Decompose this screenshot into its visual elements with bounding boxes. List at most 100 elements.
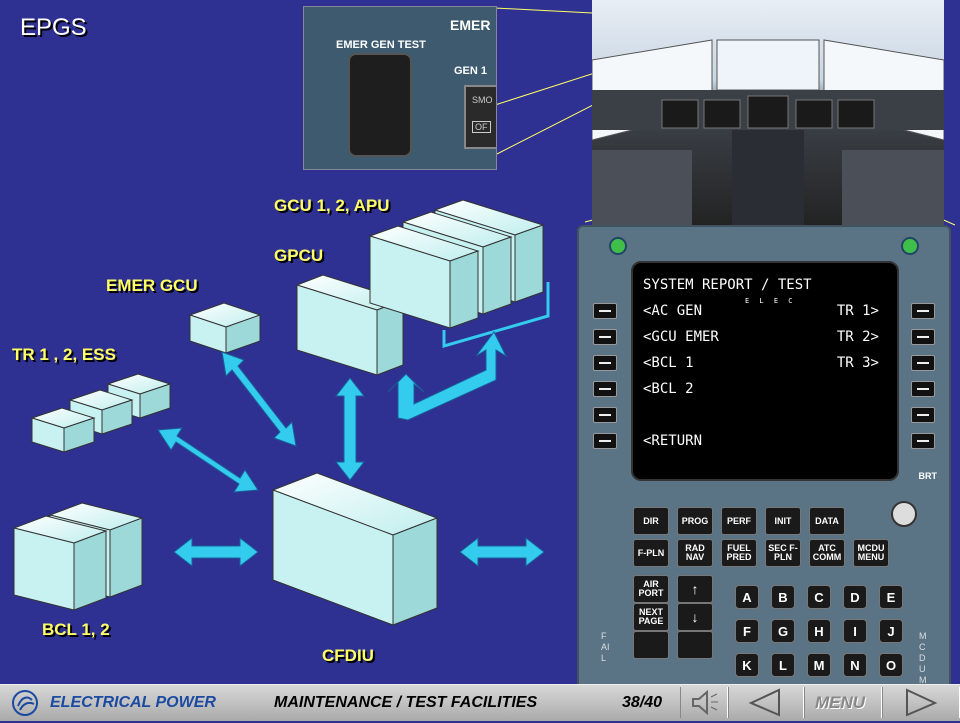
footer-section: ELECTRICAL POWER	[50, 694, 216, 711]
lsk-2l[interactable]	[593, 329, 617, 345]
next-page-button[interactable]	[882, 687, 960, 718]
gcu-bracket	[442, 282, 550, 348]
key-m[interactable]: M	[807, 653, 831, 677]
lsk-1r[interactable]	[911, 303, 935, 319]
speaker-icon	[692, 689, 718, 716]
key-sec-fpln[interactable]: SEC F-PLN	[765, 539, 801, 567]
lsk-5r[interactable]	[911, 407, 935, 423]
mcdu-annunciator: MCDU M	[919, 631, 927, 685]
lsk-6l[interactable]	[593, 433, 617, 449]
key-fuel-pred[interactable]: FUEL PRED	[721, 539, 757, 567]
mcdu-fail-led-left	[609, 237, 627, 255]
inset-gen1-label: GEN 1	[454, 65, 488, 77]
emer-gcu-unit	[188, 302, 262, 354]
mcdu-line-l6: <RETURN	[643, 433, 703, 449]
brt-label: BRT	[918, 471, 938, 481]
mcdu-screen-subtitle: E L E C	[745, 297, 796, 305]
label-gcu: GCU 1, 2, APU	[274, 196, 390, 215]
arrow-emergcu-cfdiu	[221, 351, 297, 447]
mcdu-line-r2: TR 2>	[836, 329, 879, 345]
key-dir[interactable]: DIR	[633, 507, 669, 535]
gen1-switch: SMO OF	[464, 85, 496, 149]
key-o[interactable]: O	[879, 653, 903, 677]
key-h[interactable]: H	[807, 619, 831, 643]
mcdu: SYSTEM REPORT / TEST E L E C <AC GEN TR …	[577, 225, 951, 689]
lsk-6r[interactable]	[911, 433, 935, 449]
arrow-cfdiu-gcu	[387, 331, 508, 421]
key-slew-down[interactable]: ↓	[677, 603, 713, 631]
mcdu-line-l4: <BCL 2	[643, 381, 694, 397]
footer-bar: ELECTRICAL POWER MAINTENANCE / TEST FACI…	[0, 684, 960, 721]
sound-button[interactable]	[680, 687, 728, 718]
footer-page-number: 38/40	[622, 694, 663, 711]
key-rad-nav[interactable]: RAD NAV	[677, 539, 713, 567]
emer-gen-test-inset: EMER GEN TEST EMER GEN 1 SMO OF	[303, 6, 497, 170]
key-prog[interactable]: PROG	[677, 507, 713, 535]
key-k[interactable]: K	[735, 653, 759, 677]
key-f[interactable]: F	[735, 619, 759, 643]
cfdiu-unit	[271, 472, 439, 626]
footer-topic: MAINTENANCE / TEST FACILITIES	[274, 694, 538, 711]
mcdu-line-l1: <AC GEN	[643, 303, 703, 319]
arrow-gpcu-cfdiu	[334, 377, 366, 481]
key-fpln[interactable]: F-PLN	[633, 539, 669, 567]
mcdu-fail-led-right	[901, 237, 919, 255]
key-e[interactable]: E	[879, 585, 903, 609]
label-bcl: BCL 1, 2	[42, 620, 110, 639]
arrow-cfdiu-mcdu	[459, 536, 545, 568]
key-n[interactable]: N	[843, 653, 867, 677]
key-i[interactable]: I	[843, 619, 867, 643]
cockpit-photo-drawing	[592, 39, 944, 228]
lsk-3l[interactable]	[593, 355, 617, 371]
arrow-left-icon	[748, 688, 780, 717]
airline-logo-icon	[12, 690, 38, 716]
inset-off-label: OF	[472, 121, 491, 133]
mcdu-line-l3: <BCL 1	[643, 355, 694, 371]
key-b[interactable]: B	[771, 585, 795, 609]
arrow-bcl-cfdiu	[173, 536, 259, 568]
key-j[interactable]: J	[879, 619, 903, 643]
label-tr: TR 1 , 2, ESS	[12, 345, 116, 364]
key-g[interactable]: G	[771, 619, 795, 643]
menu-button[interactable]: MENU	[804, 687, 882, 718]
previous-page-button[interactable]	[728, 687, 804, 718]
mcdu-screen-title: SYSTEM REPORT / TEST	[643, 277, 812, 293]
key-blank-2[interactable]	[677, 631, 713, 659]
key-blank-1[interactable]	[633, 631, 669, 659]
key-l[interactable]: L	[771, 653, 795, 677]
key-next-page[interactable]: NEXT PAGE	[633, 603, 669, 631]
inset-smoke-label: SMO	[472, 95, 493, 105]
lsk-2r[interactable]	[911, 329, 935, 345]
key-atc-comm[interactable]: ATC COMM	[809, 539, 845, 567]
label-cfdiu: CFDIU	[322, 646, 374, 665]
key-init[interactable]: INIT	[765, 507, 801, 535]
key-airport[interactable]: AIR PORT	[633, 575, 669, 603]
brightness-knob[interactable]	[891, 501, 917, 527]
lsk-5l[interactable]	[593, 407, 617, 423]
key-d[interactable]: D	[843, 585, 867, 609]
arrow-right-icon	[906, 688, 938, 717]
key-perf[interactable]: PERF	[721, 507, 757, 535]
lsk-4r[interactable]	[911, 381, 935, 397]
key-a[interactable]: A	[735, 585, 759, 609]
lsk-4l[interactable]	[593, 381, 617, 397]
label-gpcu: GPCU	[274, 246, 324, 265]
arrow-tr-cfdiu	[157, 427, 259, 493]
key-slew-up[interactable]: ↑	[677, 575, 713, 603]
mcdu-screen: SYSTEM REPORT / TEST E L E C <AC GEN TR …	[631, 261, 899, 481]
key-data[interactable]: DATA	[809, 507, 845, 535]
emer-gen-test-guard	[348, 53, 412, 157]
lsk-1l[interactable]	[593, 303, 617, 319]
arrow-up-icon: ↑	[691, 580, 699, 597]
lsk-3r[interactable]	[911, 355, 935, 371]
mcdu-line-r3: TR 3>	[836, 355, 879, 371]
key-mcdu-menu[interactable]: MCDU MENU	[853, 539, 889, 567]
fail-annunciator: FAIL	[601, 631, 610, 663]
key-c[interactable]: C	[807, 585, 831, 609]
page-title: EPGS	[20, 14, 87, 41]
gcu-units	[368, 199, 545, 329]
tr-units	[30, 373, 172, 453]
mcdu-line-r1: TR 1>	[836, 303, 879, 319]
menu-button-label: MENU	[815, 693, 866, 712]
